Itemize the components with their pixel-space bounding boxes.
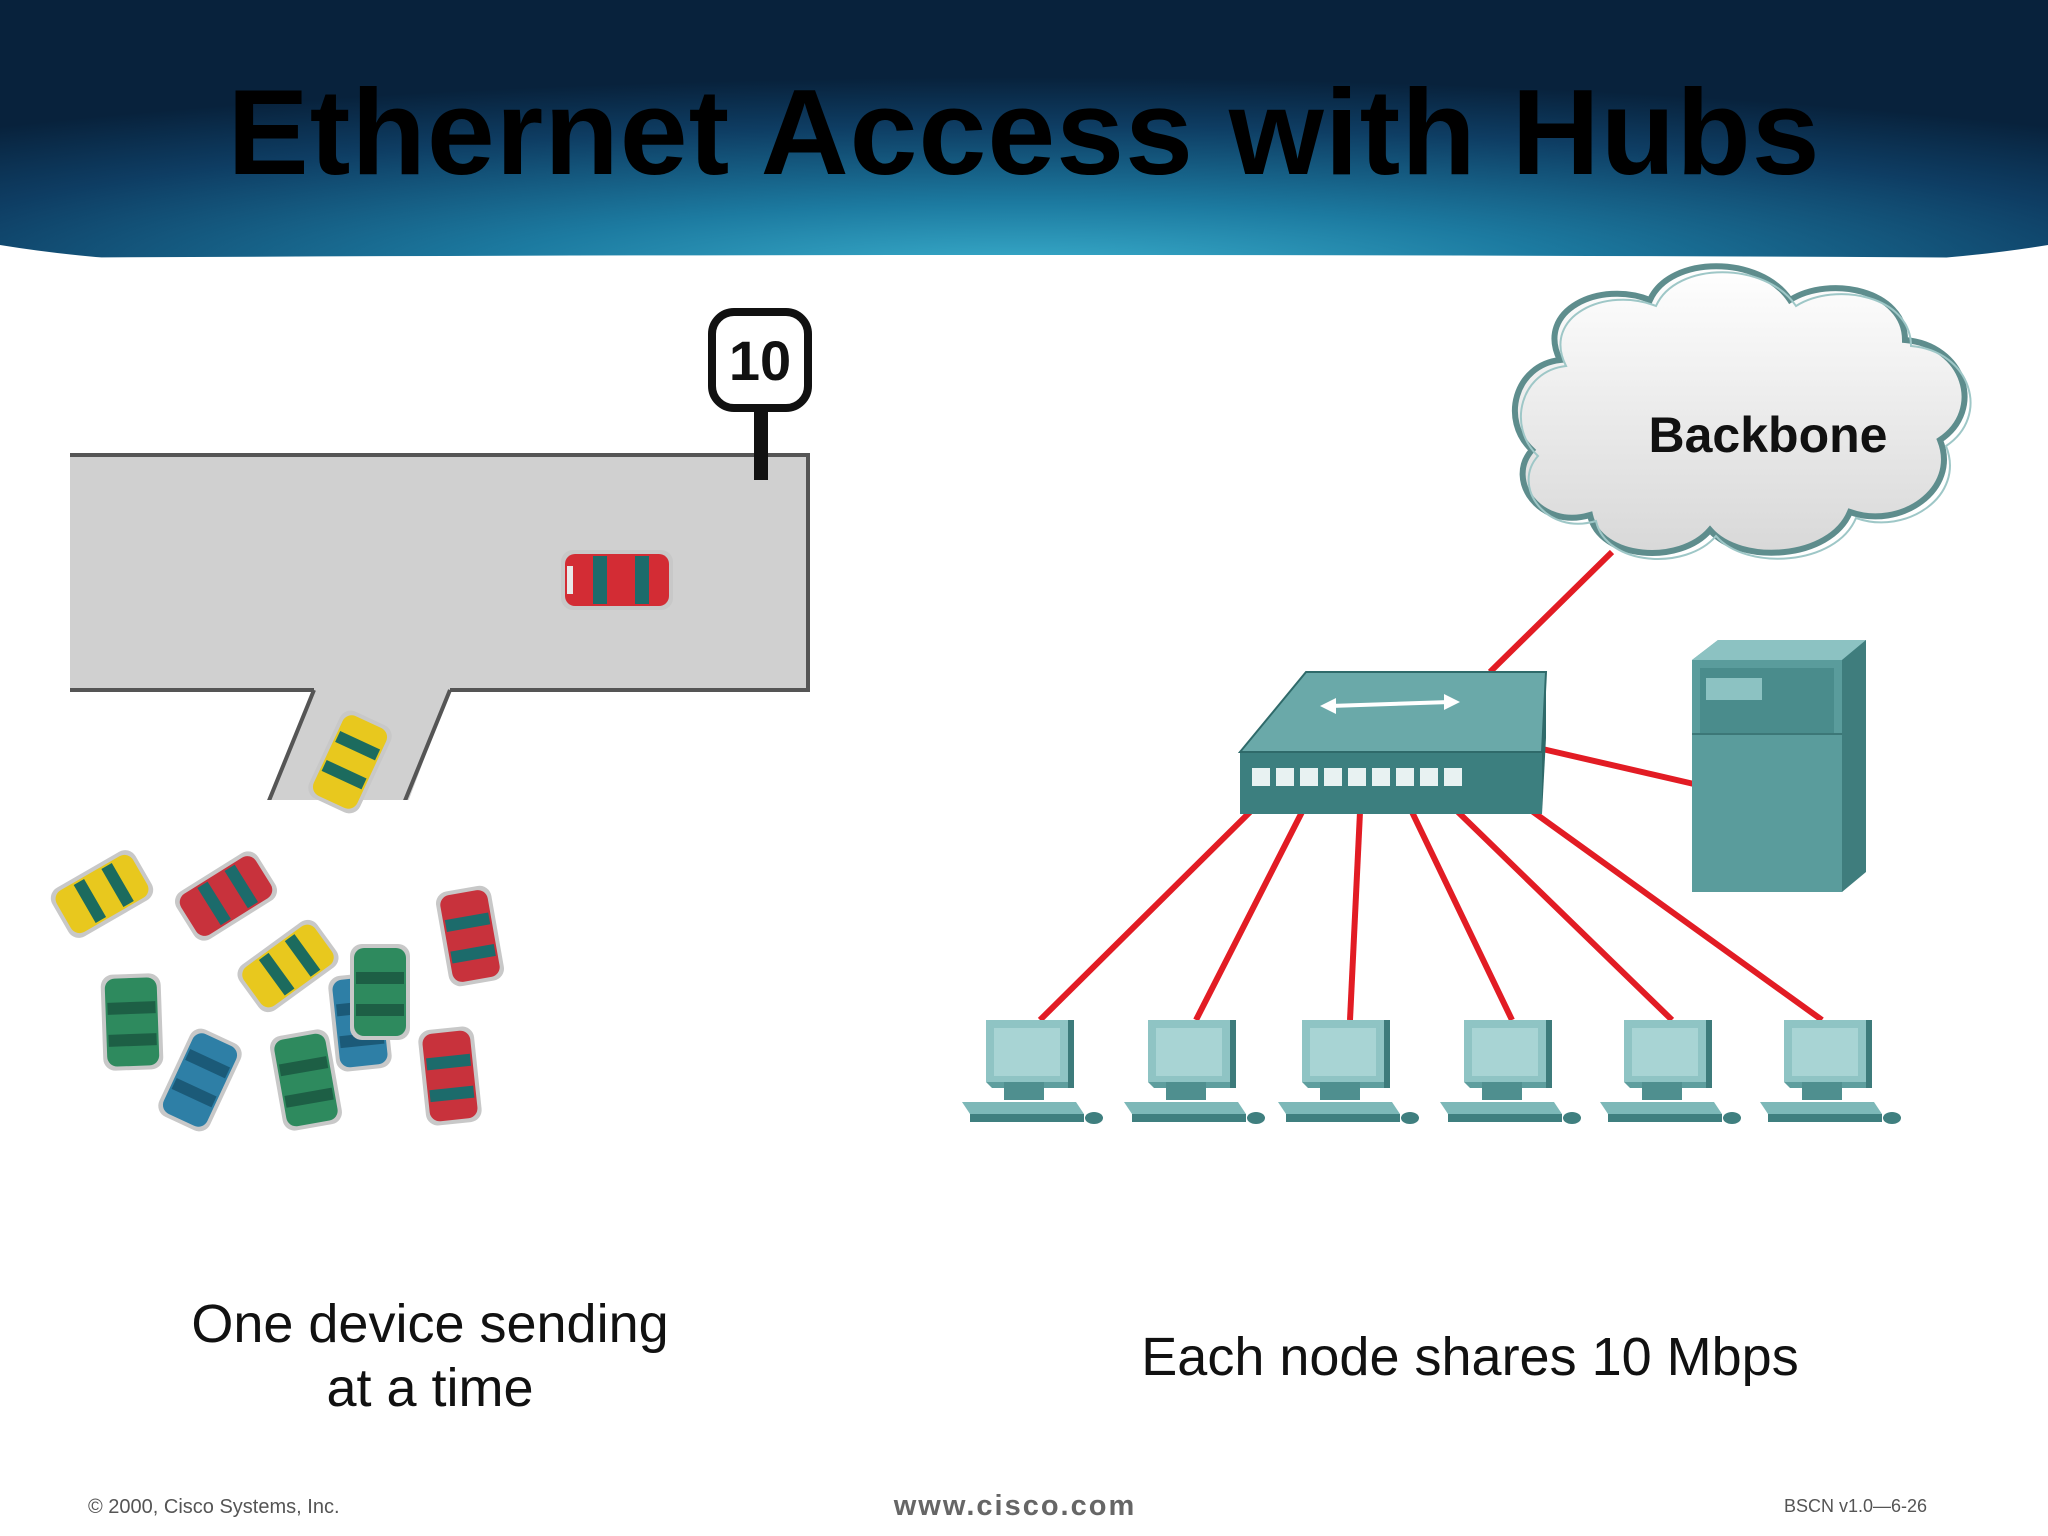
- speed-limit-sign: 10: [708, 308, 812, 480]
- footer-url: www.cisco.com: [893, 1490, 1137, 1522]
- caption-right: Each node shares 10 Mbps: [1141, 1327, 1799, 1387]
- banner-background: [0, 0, 2048, 270]
- pc-icons: [962, 1020, 1901, 1124]
- server-icon: [1692, 640, 1866, 892]
- sending-car: [561, 550, 673, 610]
- cloud-label: Backbone: [1649, 407, 1888, 463]
- speed-limit-value: 10: [729, 329, 791, 392]
- footer-copyright: © 2000, Cisco Systems, Inc.: [88, 1496, 340, 1518]
- caption-left-line1: One device sending: [191, 1294, 669, 1354]
- waiting-cars: [46, 845, 506, 1136]
- footer-slide-code: BSCN v1.0—6-26: [1784, 1496, 1928, 1516]
- caption-left-line2: at a time: [326, 1358, 534, 1418]
- links: [1037, 549, 1824, 1023]
- hub-icon: [1237, 671, 1548, 814]
- caption-left: One device sending at a time: [130, 1292, 730, 1420]
- road: [70, 455, 808, 810]
- hub-network: Backbone: [962, 263, 1972, 1124]
- page-title: Ethernet Access with Hubs: [227, 64, 1821, 200]
- road-analogy: 10: [46, 308, 812, 1136]
- backbone-cloud: Backbone: [1511, 263, 1972, 560]
- title-banner: Ethernet Access with Hubs: [0, 0, 2048, 270]
